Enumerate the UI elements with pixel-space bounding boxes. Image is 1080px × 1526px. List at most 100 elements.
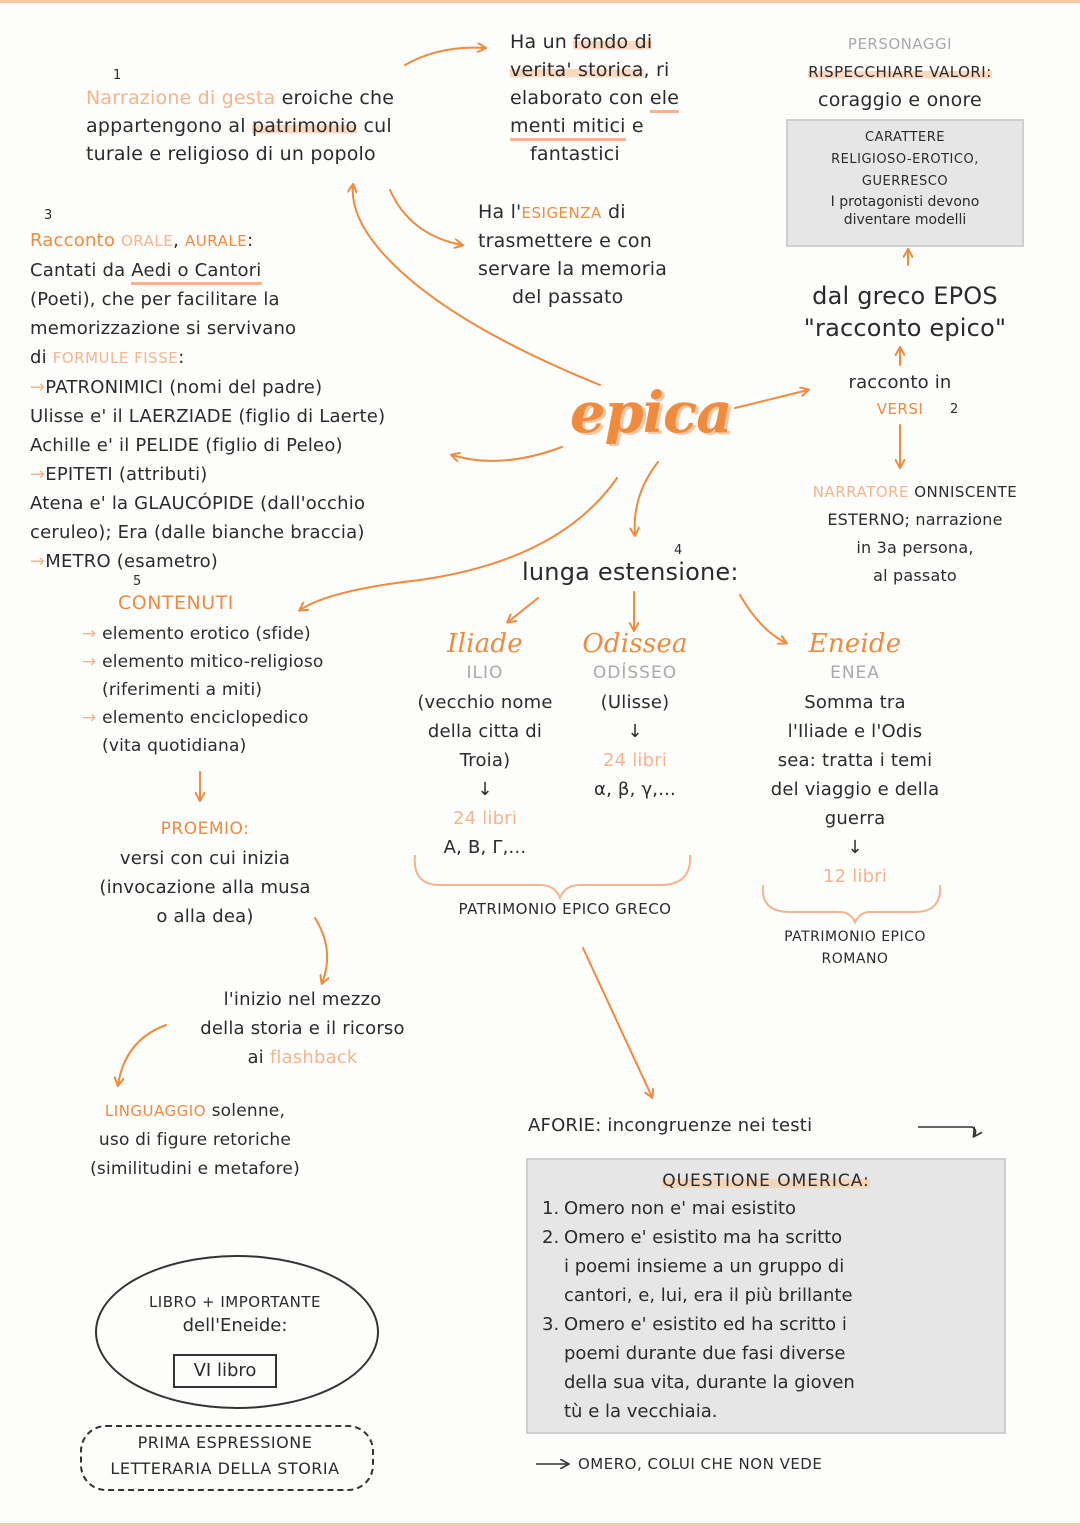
eneide-books: 12 libri — [822, 866, 888, 887]
esigenza-keyword: ESIGENZA — [521, 204, 602, 222]
narratore-text: al passato — [873, 566, 957, 585]
contenuti-text: elemento erotico (sfide) — [102, 624, 311, 644]
versi-text: racconto in — [848, 372, 952, 393]
racconto-title: Racconto — [30, 230, 116, 251]
carattere-box: CARATTERE RELIGIOSO-EROTICO, GUERRESCO I… — [786, 119, 1024, 247]
esigenza-text: trasmettere e con — [478, 230, 652, 252]
odissea-title: Odissea — [582, 629, 688, 659]
contenuti-text: (vita quotidiana) — [102, 736, 247, 756]
roman-heritage-label: PATRIMONIO EPICO ROMANO — [760, 926, 950, 970]
formule-text: Atena e' la GLAUCÓPIDE (dall'occhio — [30, 493, 366, 514]
questione-text: tù e la vecchiaia. — [564, 1401, 718, 1422]
questione-text: Omero non e' mai esistito — [564, 1198, 797, 1219]
questione-omerica-box: QUESTIONE OMERICA: 1.Omero non e' mai es… — [526, 1158, 1006, 1434]
verita-underline: ele — [649, 87, 680, 113]
aurale-keyword: AURALE — [185, 232, 248, 250]
personaggi-title: PERSONAGGI — [847, 35, 953, 53]
linguaggio-text: (similitudini e metafore) — [90, 1159, 300, 1179]
odissea-subtitle: ODÍSSEO — [592, 663, 678, 683]
work-eneide: Eneide ENEA Somma tra l'Iliade e l'Odis … — [750, 630, 960, 891]
iliade-desc: (vecchio nome — [417, 692, 553, 713]
proemio-text: versi con cui inizia — [119, 848, 291, 869]
formule-item: Ulisse e' il LAERZIADE (figlio di Laerte… — [30, 402, 480, 431]
contenuti-item: (riferimenti a miti) — [82, 676, 402, 704]
down-arrow-icon: ↓ — [627, 721, 643, 742]
formule-text: EPITETI (attributi) — [45, 464, 208, 485]
contenuti-list: → elemento erotico (sfide) → elemento mi… — [82, 620, 402, 760]
page-top-border — [0, 0, 1080, 3]
eneide-desc: Somma tra — [804, 692, 906, 713]
verita-text: e — [625, 115, 644, 137]
eneide-desc: sea: tratta i temi — [777, 750, 933, 771]
iliade-desc: Troia) — [459, 750, 511, 771]
esigenza-text: Ha l' — [478, 201, 522, 223]
bullet-arrow-icon: → — [30, 551, 46, 572]
inizio-note: l'inizio nel mezzo della storia e il ric… — [170, 985, 435, 1072]
proemio-text: (invocazione alla musa — [99, 877, 311, 898]
section-number-1: 1 — [113, 68, 122, 83]
formule-item: →EPITETI (attributi) — [30, 460, 480, 489]
narrazione-highlight: Narrazione di gesta — [86, 87, 276, 109]
section-narrazione: Narrazione di gesta eroiche che apparten… — [86, 84, 476, 168]
formule-text: METRO (esametro) — [45, 551, 219, 572]
flashback-keyword: flashback — [269, 1047, 358, 1068]
odissea-desc: (Ulisse) — [600, 692, 670, 713]
iliade-books: 24 libri — [452, 808, 518, 829]
proemio-text: o alla dea) — [156, 906, 254, 927]
iliade-letters: A, B, Γ,... — [443, 837, 527, 858]
odissea-books: 24 libri — [602, 750, 668, 771]
questione-text: poemi durante due fasi diverse — [564, 1343, 846, 1364]
section-number-4: 4 — [674, 543, 683, 558]
formule-text: ceruleo); Era (dalle bianche braccia) — [30, 522, 365, 543]
verita-text: elaborato con — [510, 87, 650, 109]
racconto-text: : — [178, 347, 185, 368]
questione-item: 1.Omero non e' mai esistito — [542, 1194, 990, 1223]
carattere-text: RELIGIOSO-EROTICO, — [831, 152, 979, 167]
formule-item: →METRO (esametro) — [30, 547, 480, 576]
narrazione-text: cul — [357, 115, 392, 137]
greek-heritage-label: PATRIMONIO EPICO GRECO — [458, 900, 672, 918]
versi-note: racconto in VERSI — [810, 370, 990, 422]
libro-importante-line: LIBRO + IMPORTANTE — [148, 1293, 322, 1311]
eneide-subtitle: ENEA — [830, 663, 880, 683]
formule-text: Achille e' il PELIDE (figlio di Peleo) — [30, 435, 343, 456]
racconto-text: Cantati da — [30, 260, 132, 281]
prima-espressione-text: PRIMA ESPRESSIONE LETTERARIA DELLA STORI… — [85, 1430, 365, 1482]
bullet-arrow-icon: → — [82, 652, 97, 672]
item-number: 3. — [542, 1314, 560, 1335]
libro-importante-oval — [95, 1255, 379, 1409]
verita-underline: menti mitici — [510, 115, 626, 141]
contenuti-item: → elemento erotico (sfide) — [82, 620, 402, 648]
personaggi-subtitle: RISPECCHIARE VALORI: — [808, 63, 992, 81]
formule-item: Atena e' la GLAUCÓPIDE (dall'occhio — [30, 489, 480, 518]
racconto-text: (Poeti), che per facilitare la — [30, 289, 280, 310]
narrazione-text: appartengono al — [86, 115, 252, 137]
contenuti-title-text: CONTENUTI — [118, 592, 234, 614]
linguaggio-text: solenne, — [206, 1101, 286, 1121]
racconto-text: di — [30, 347, 53, 368]
section-number-3: 3 — [44, 208, 53, 223]
section-number-2: 2 — [950, 402, 959, 417]
separator: , — [173, 230, 186, 251]
esigenza-text: servare la memoria — [478, 258, 668, 280]
inizio-text: della storia e il ricorso — [200, 1018, 405, 1039]
questione-text: Omero e' esistito ma ha scritto — [564, 1227, 843, 1248]
bullet-arrow-icon: → — [82, 708, 97, 728]
epos-text: "racconto epico" — [803, 314, 1007, 342]
eneide-desc: l'Iliade e l'Odis — [787, 721, 923, 742]
questione-text: Omero e' esistito ed ha scritto i — [564, 1314, 847, 1335]
eneide-desc: del viaggio e della — [770, 779, 940, 800]
narrazione-text: eroiche che — [275, 87, 395, 109]
libro-importante-line: dell'Eneide: — [182, 1315, 288, 1336]
esigenza-text: del passato — [512, 286, 624, 308]
carattere-text: I protagonisti devono — [830, 194, 980, 210]
inizio-text: ai — [247, 1047, 270, 1068]
bullet-arrow-icon: → — [30, 377, 46, 398]
patrimonio-highlight: patrimonio — [251, 115, 358, 137]
verita-highlight: fondo di — [573, 31, 653, 53]
carattere-text: GUERRESCO — [861, 174, 949, 189]
narratore-text: ONNISCENTE — [908, 483, 1018, 501]
formule-item: Achille e' il PELIDE (figlio di Peleo) — [30, 431, 480, 460]
formule-item: →PATRONIMICI (nomi del padre) — [30, 373, 480, 402]
carattere-text: CARATTERE — [865, 130, 945, 145]
